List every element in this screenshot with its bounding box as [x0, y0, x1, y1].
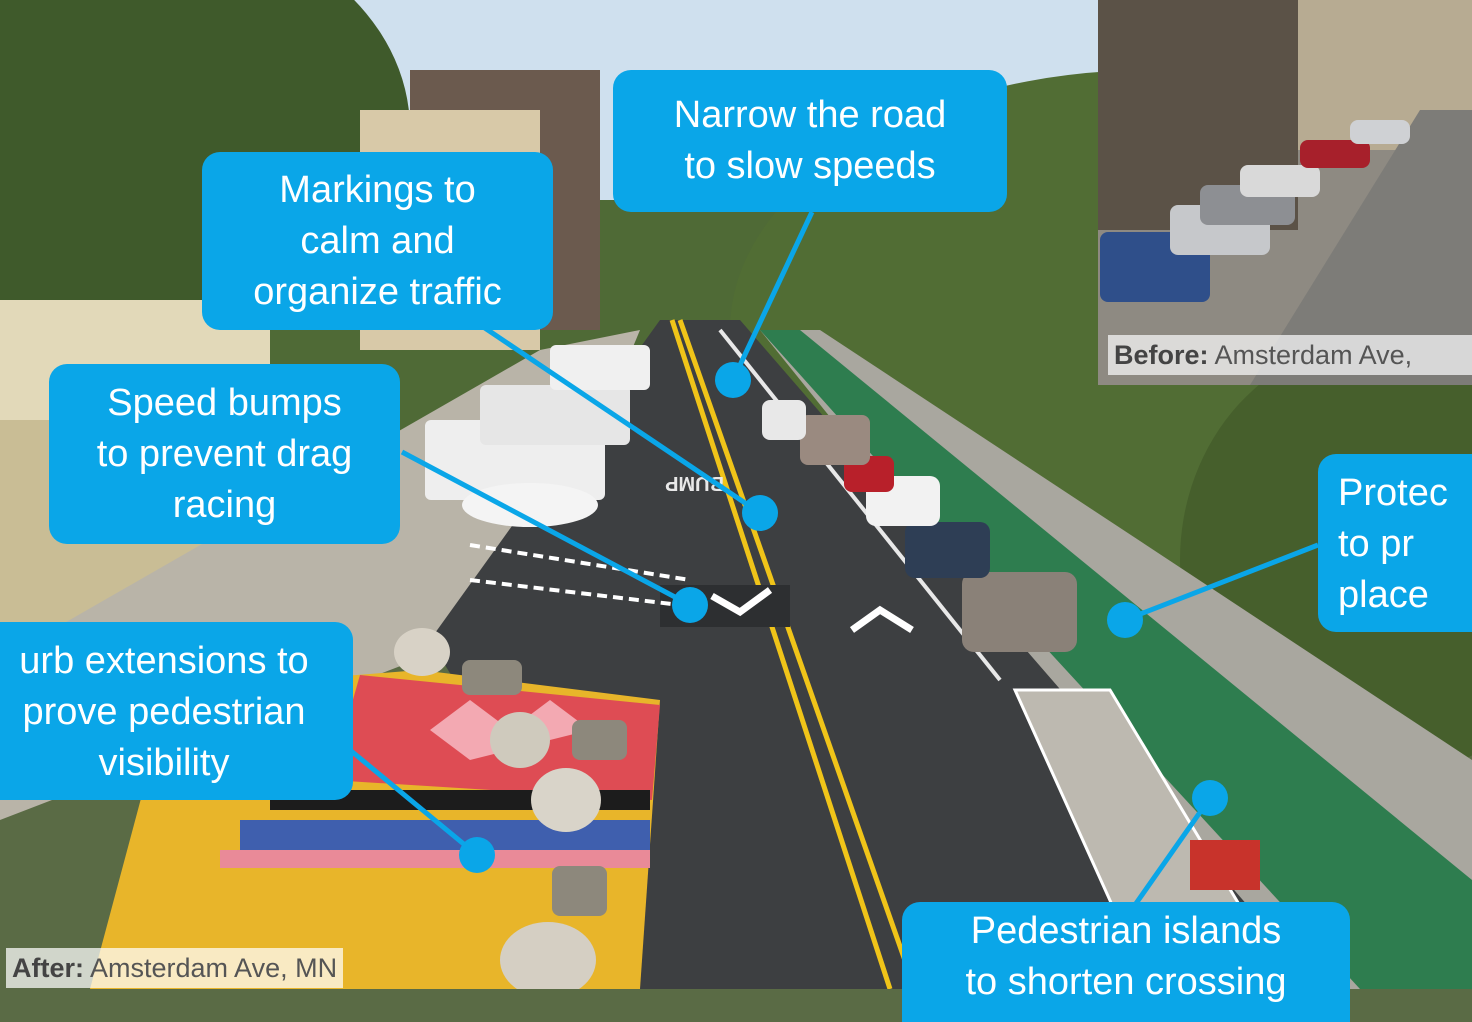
planter-3 — [531, 768, 601, 832]
car-right-2 — [905, 522, 990, 578]
center-line-b — [677, 319, 918, 989]
plaza-stripe-pink — [220, 850, 650, 868]
callout-speed-bumps: Speed bumps to prevent drag racing — [49, 364, 400, 544]
leader-speed-bumps — [400, 449, 692, 608]
dot-curb-extensions — [459, 837, 495, 873]
callout-narrow-road: Narrow the road to slow speeds — [613, 70, 1007, 212]
center-line-a — [669, 319, 893, 989]
lane-edge-line — [718, 328, 1002, 682]
callout-curb-extensions: urb extensions to prove pedestrian visib… — [0, 622, 353, 800]
leader-narrow-road — [730, 210, 815, 382]
speed-bump-chevron-left — [710, 587, 773, 617]
inset-road — [1250, 110, 1472, 385]
white-car — [462, 483, 598, 527]
food-truck-2 — [480, 385, 630, 445]
leader-dots — [459, 362, 1228, 873]
car-right-6 — [762, 400, 806, 440]
boulder-3 — [552, 866, 607, 916]
boulder-2 — [572, 720, 627, 760]
inset-car-4 — [1240, 165, 1320, 197]
leader-protected-lane — [1124, 542, 1319, 623]
leader-lines — [348, 210, 1319, 914]
hatch-marking-1 — [469, 543, 691, 582]
car-right-5 — [800, 415, 870, 465]
dot-markings — [742, 495, 778, 531]
callout-pedestrian-islands: Pedestrian islands to shorten crossing — [902, 902, 1350, 1022]
hatch-marking-2 — [469, 578, 681, 607]
before-inset — [1098, 0, 1472, 385]
before-caption-text: Amsterdam Ave, — [1214, 340, 1413, 370]
before-caption: Before: Amsterdam Ave, — [1108, 335, 1472, 375]
dot-pedestrian-islands — [1192, 780, 1228, 816]
after-caption-text: Amsterdam Ave, MN — [90, 953, 338, 983]
leader-pedestrian-islands — [1127, 796, 1213, 914]
before-caption-label: Before: — [1114, 340, 1209, 370]
speed-bump-chevron-right — [849, 605, 914, 633]
planter-4 — [500, 922, 596, 989]
boulder-1 — [462, 660, 522, 695]
car-right-1 — [962, 572, 1077, 652]
dot-speed-bumps — [672, 587, 708, 623]
dot-narrow-road — [715, 362, 751, 398]
island-red-strip-2 — [1190, 840, 1260, 890]
leader-markings — [468, 315, 762, 516]
dot-protected-lane — [1107, 602, 1143, 638]
planter-2 — [490, 712, 550, 768]
inset-car-6 — [1350, 120, 1410, 144]
after-caption: After: Amsterdam Ave, MN — [6, 948, 344, 988]
after-caption-label: After: — [12, 953, 84, 983]
planter-1 — [394, 628, 450, 676]
callout-protected-lane: Protec to pr place — [1318, 454, 1472, 632]
inset-car-5 — [1300, 140, 1370, 168]
callout-markings: Markings to calm and organize traffic — [202, 152, 553, 330]
food-truck-3 — [550, 345, 650, 390]
leader-curb-extensions — [348, 748, 479, 857]
